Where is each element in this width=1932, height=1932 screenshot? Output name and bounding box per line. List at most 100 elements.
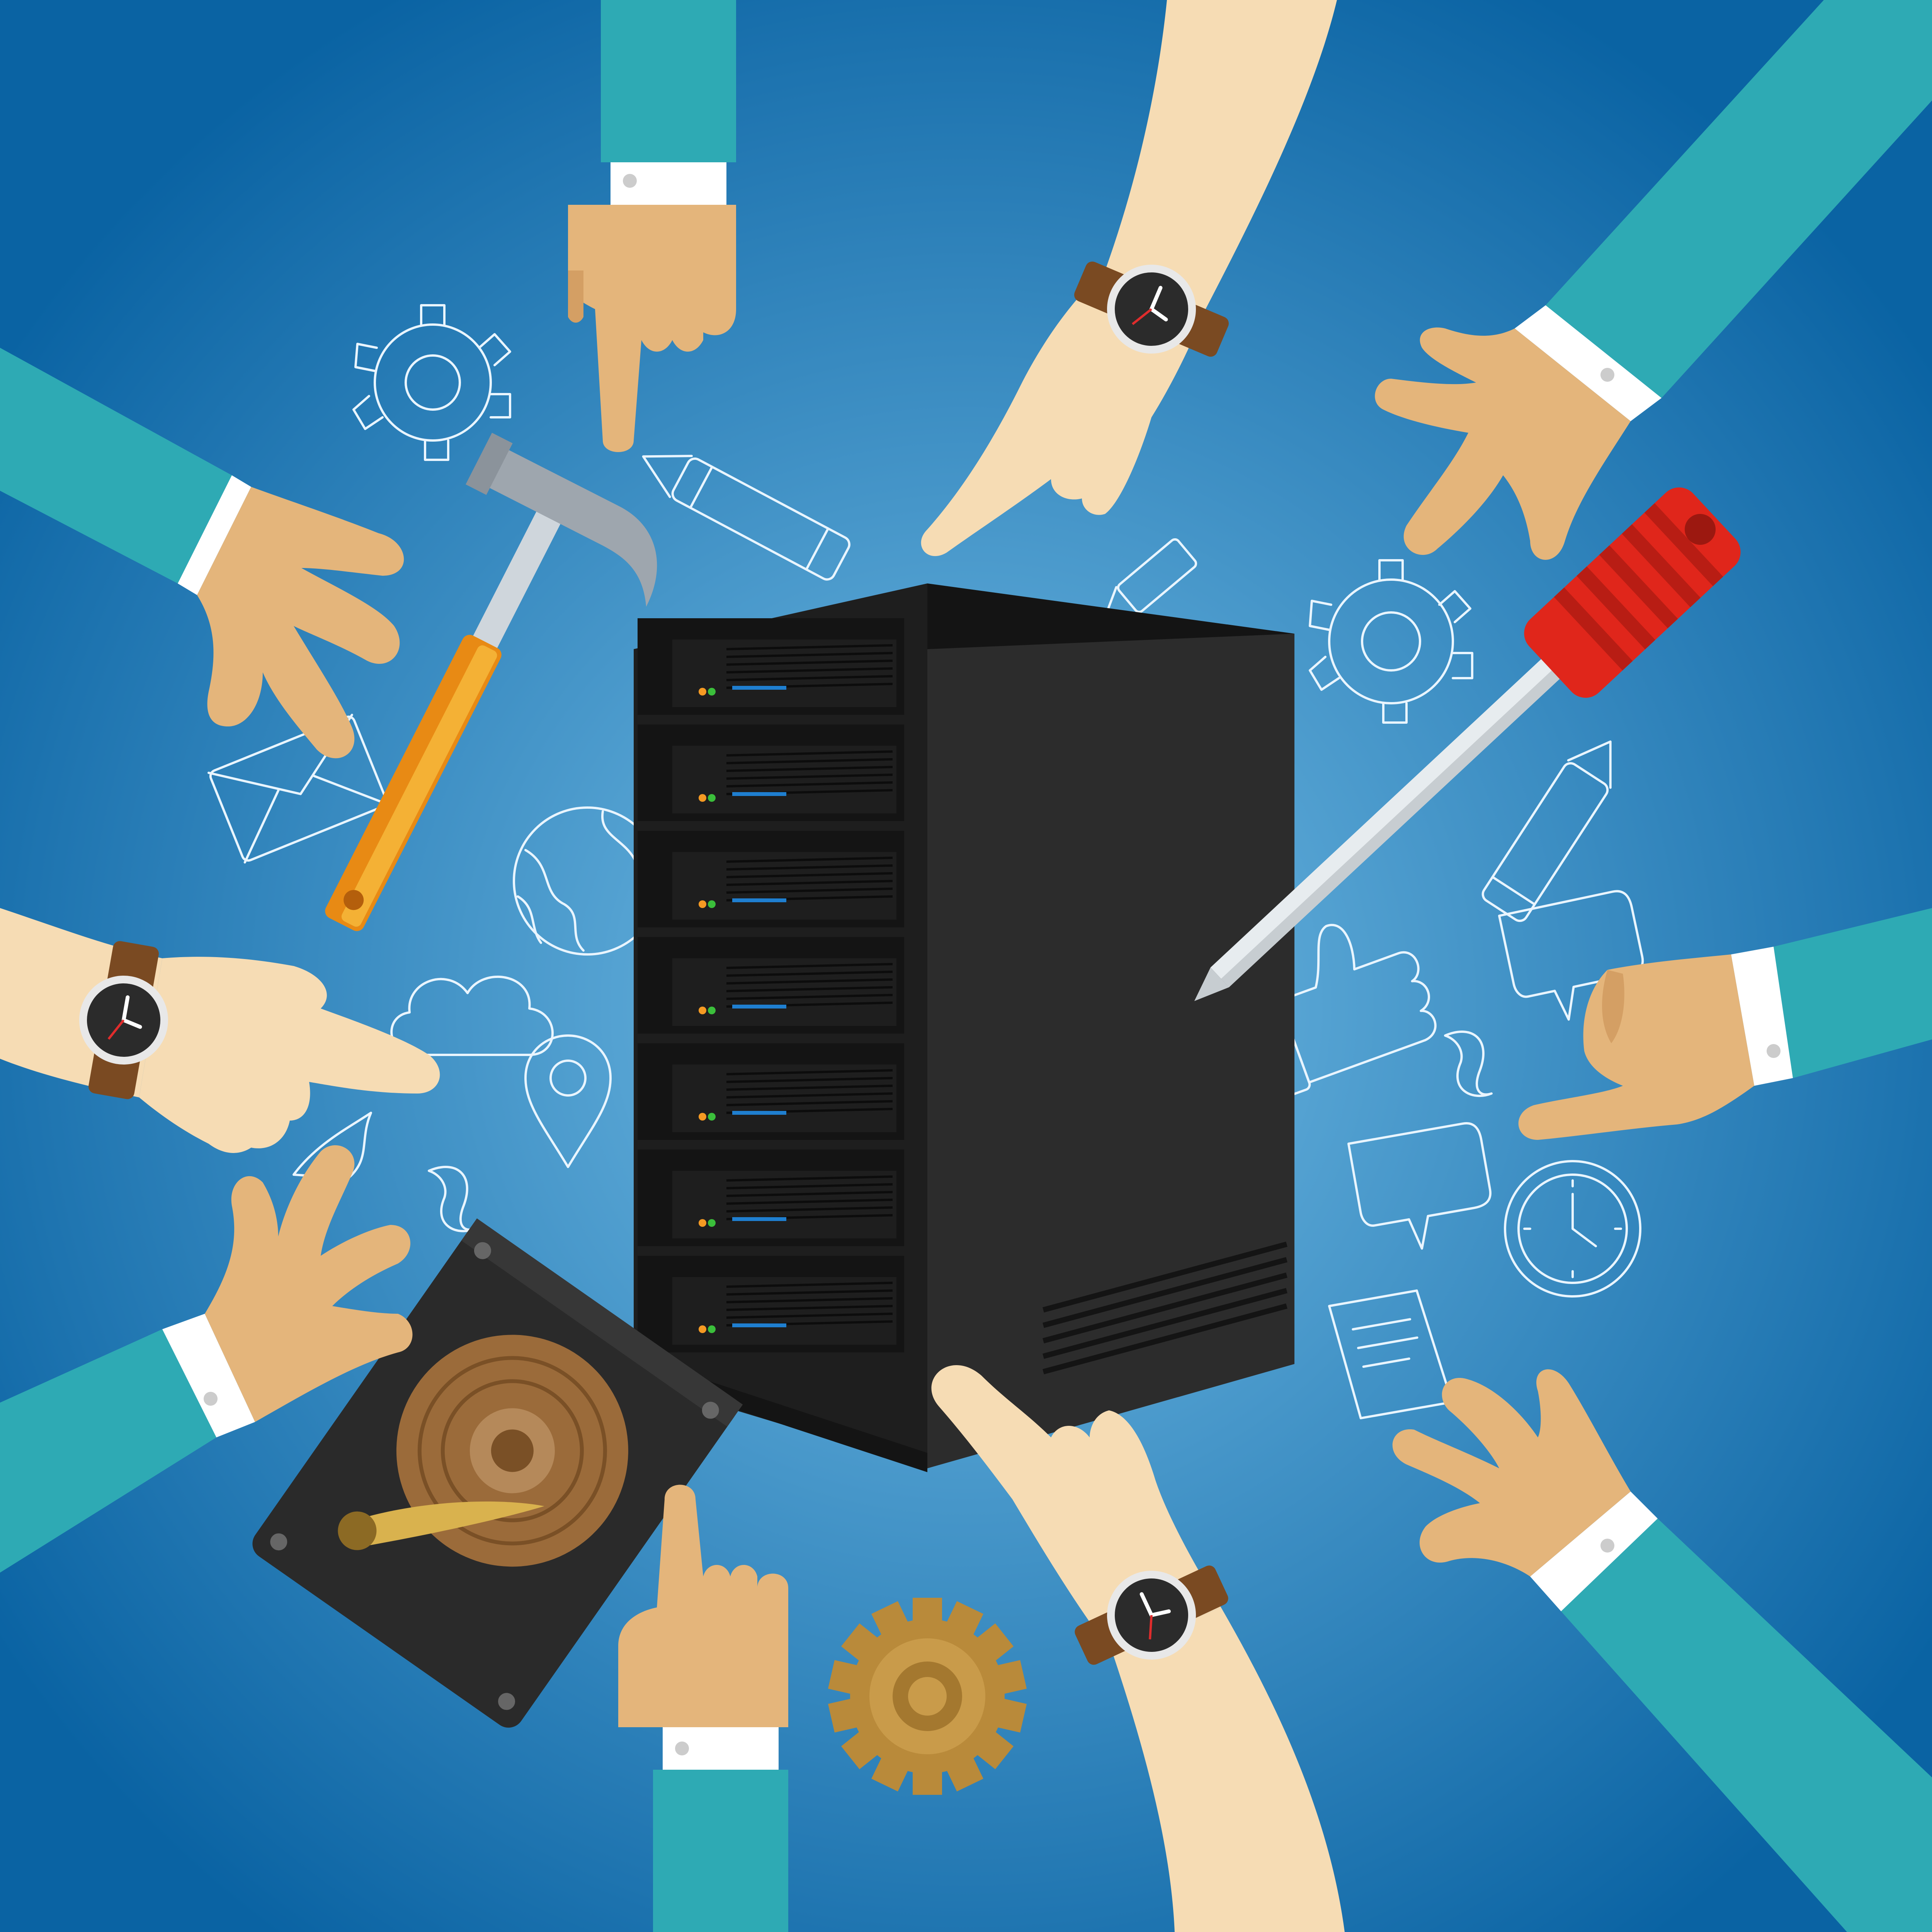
hand-pointing-right-left [0, 908, 440, 1153]
rack-unit-vent-line [726, 1206, 893, 1213]
disk-actuator-pivot [338, 1511, 377, 1550]
rack-unit-vent-line [726, 1069, 893, 1075]
screwdriver-ridges [1554, 503, 1723, 671]
status-bar [732, 1323, 786, 1327]
rack-unit-vent-line [726, 994, 893, 1000]
rack-unit-vent-line [726, 750, 893, 757]
hammer-grip [341, 645, 497, 927]
hammer-head-face [466, 432, 513, 495]
led-orange [699, 1113, 706, 1121]
rack-unit-vent-line [726, 986, 893, 992]
hand-pointing-left-right [1518, 908, 1932, 1140]
rack-unit-vent-line [726, 758, 893, 764]
disk-screw [498, 1693, 515, 1710]
rack-unit-face [672, 1171, 896, 1238]
rack-unit-vent-line [726, 1191, 893, 1197]
rack-unit-vent-line [726, 1199, 893, 1205]
hand-reaching-right-bottom [1392, 1369, 1932, 1932]
screwdriver-shaft-shadow [1221, 662, 1568, 987]
hand-pointing-up-bottom [618, 1485, 788, 1932]
led-green [708, 1113, 716, 1121]
led-orange [699, 1219, 706, 1227]
rack-unit-vent-line [726, 1313, 893, 1319]
rack-unit-vent-line [726, 1175, 893, 1182]
led-orange [699, 688, 706, 696]
status-bar [732, 1217, 786, 1221]
server-rack-icon [634, 583, 1294, 1472]
cloud-doodle-icon [390, 975, 554, 1056]
rack-unit-vent-line [726, 1183, 893, 1189]
quote-doodle-icon [1444, 1031, 1493, 1097]
hammer-rivet [344, 890, 364, 910]
gear-gold-icon [828, 1598, 1027, 1795]
rack-vents [1043, 1242, 1287, 1374]
status-bar [732, 1005, 786, 1009]
rack-unit-vent-line [726, 766, 893, 772]
led-green [708, 1325, 716, 1333]
led-orange [699, 794, 706, 802]
gear-doodle-icon [1309, 559, 1473, 724]
speech-bubble-doodle-icon [1347, 1122, 1492, 1250]
rack-unit-vent-line [726, 1297, 893, 1303]
hand-pointing-rack-bottom [931, 1365, 1345, 1932]
rack-unit-vent-line [726, 963, 893, 969]
hard-disk-icon [252, 1218, 743, 1728]
status-bar [732, 686, 786, 690]
rack-unit-vent-line [726, 864, 893, 871]
disk-actuator-arm [355, 1501, 544, 1546]
rack-unit-vent-line [726, 667, 893, 673]
rack-unit [638, 724, 904, 821]
hand-pointing-rack-top [921, 0, 1337, 556]
status-bar [732, 1111, 786, 1115]
wristwatch-icon [79, 941, 168, 1099]
gear-doodle-icon [352, 304, 511, 461]
rack-unit-vent-line [726, 660, 893, 666]
screwdriver-cap [1685, 514, 1716, 545]
rack-unit [638, 1150, 904, 1246]
led-green [708, 794, 716, 802]
disk-hub [491, 1429, 534, 1472]
rack-unit-vent-line [726, 1305, 893, 1311]
rack-unit [638, 618, 904, 715]
rack-unit-vent-line [726, 644, 893, 650]
led-orange [699, 1325, 706, 1333]
wristwatch-icon [1074, 261, 1229, 357]
screwdriver-shaft [1210, 651, 1568, 987]
rack-unit-vent-line [726, 1092, 893, 1099]
rack-unit-face [672, 1065, 896, 1132]
rack-unit-vent-line [726, 675, 893, 681]
rack-unit-face [672, 746, 896, 813]
rack-unit-vent-line [726, 652, 893, 658]
hand-reaching-left-bottom [0, 1145, 413, 1573]
rack-unit-vent-line [726, 1282, 893, 1288]
hand-reaching-top-right [1375, 0, 1932, 560]
rack-unit-vent-line [726, 774, 893, 780]
wristwatch-icon [1075, 1565, 1228, 1665]
rack-unit-vent-line [726, 971, 893, 977]
screwdriver-tip [1194, 967, 1229, 1001]
hammer-icon [325, 432, 657, 931]
led-green [708, 1007, 716, 1014]
rack-unit-vent-line [726, 1289, 893, 1296]
hand-reaching-left-top [0, 348, 404, 759]
rack-units [638, 618, 904, 1352]
clock-doodle-icon [1504, 1160, 1641, 1298]
disk-screw [270, 1533, 287, 1551]
led-green [708, 900, 716, 908]
rack-unit-face [672, 1277, 896, 1345]
rack-unit [638, 1043, 904, 1140]
led-orange [699, 900, 706, 908]
rack-unit [638, 831, 904, 927]
disk-case-top [461, 1218, 743, 1427]
led-orange [699, 1007, 706, 1014]
rack-base [657, 1364, 927, 1472]
status-bar [732, 792, 786, 796]
rack-unit-vent-line [726, 978, 893, 985]
rack-unit-vent-line [726, 1077, 893, 1083]
rack-unit-vent-line [726, 857, 893, 863]
disk-screw [702, 1401, 719, 1419]
rack-unit-face [672, 958, 896, 1026]
pencil-doodle-icon [642, 455, 850, 581]
